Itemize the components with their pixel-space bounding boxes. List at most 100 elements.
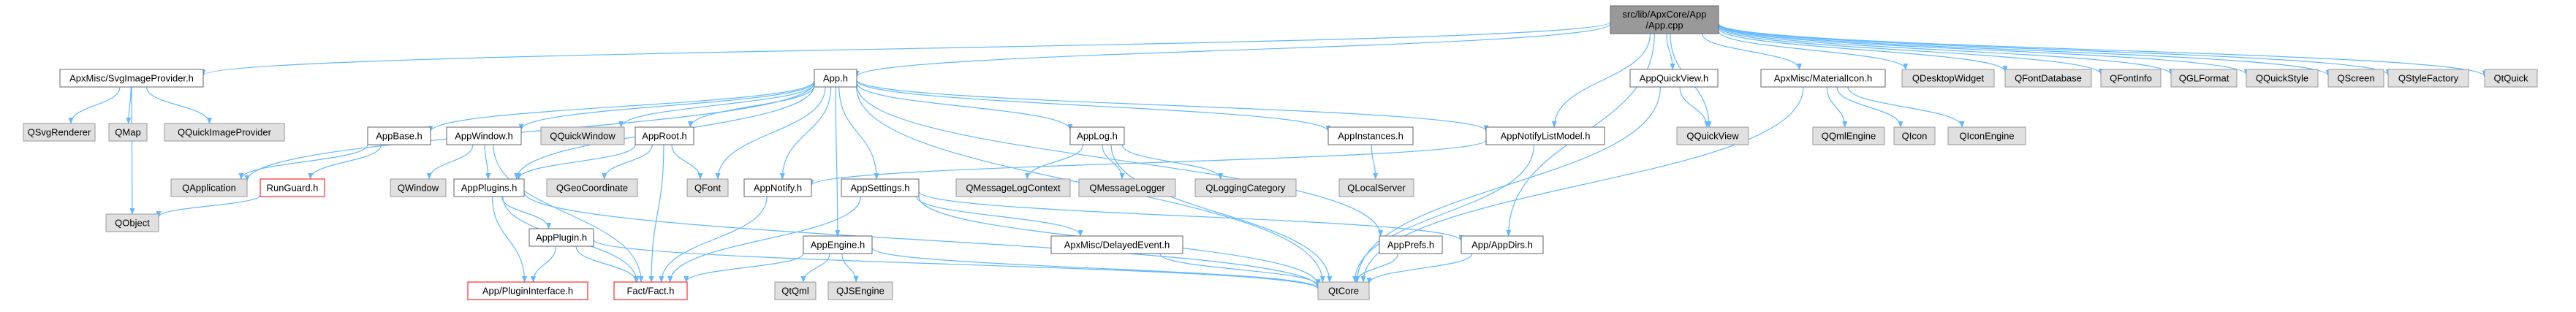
node-label: QMessageLogger [1089,183,1165,194]
node-label: App/PluginInterface.h [482,286,573,297]
node-appbase[interactable]: AppBase.h [367,126,431,145]
edge-approot-to-fact [648,144,664,283]
node-box [164,123,285,142]
node-label: RunGuard.h [267,183,319,194]
node-box [453,178,525,197]
node-label: AppRoot.h [642,131,686,142]
edge-svgimageprovider-to-qquickimageprovider [145,86,212,124]
node-label: AppBase.h [376,131,423,142]
edge-appsettings-to-delayedevent [916,196,1083,237]
node-label: QLoggingCategory [1205,183,1286,194]
edge-approot-to-appplugins [516,144,636,180]
node-label: QFont [694,183,721,194]
node-box [467,281,588,300]
node-box [1194,178,1297,197]
node-fact[interactable]: Fact/Fact.h [613,281,688,300]
node-label: AppSettings.h [851,183,910,194]
edge-app_h-to-approot [688,85,815,128]
node-box [1901,69,1995,88]
edge-root-to-svgimageprovider [200,21,1611,77]
node-label: App.h [823,73,848,84]
node-label: QIcon [1902,131,1928,142]
node-qquickview: QQuickView [1676,126,1749,145]
node-box [1760,69,1886,88]
node-appprefs[interactable]: AppPrefs.h [1379,235,1443,254]
edge-applog-to-qtcore [1110,144,1333,283]
edge-app_h-to-appwindow [518,81,815,131]
node-box [546,178,638,197]
node-runguard[interactable]: RunGuard.h [260,178,325,197]
node-box [774,281,817,300]
node-appnotifylistmodel[interactable]: AppNotifyListModel.h [1485,126,1605,145]
node-label: QtQuick [2494,73,2528,84]
node-box [367,126,431,145]
node-qsvgrenderer: QSvgRenderer [23,123,96,142]
edge-root-to-qfontinfo [1718,26,2104,75]
edge-runguard-to-qobject [156,194,261,218]
edge-appengine-to-qtcore [871,247,1321,289]
edge-root-to-qdesktopwidget [1718,31,1909,70]
node-app_h[interactable]: App.h [814,69,857,88]
node-box [1379,235,1443,254]
node-qlocalserver: QLocalServer [1338,178,1414,197]
edge-appwindow-to-fact [493,144,644,283]
node-box [540,126,625,145]
node-label: ApxMisc/DelayedEvent.h [1064,240,1170,251]
edge-app_h-to-appnotify [779,86,832,180]
edge-app_h-to-appbase [428,80,815,133]
edge-appplugin-to-qtcore [593,239,1321,290]
node-appinstances[interactable]: AppInstances.h [1327,126,1414,145]
node-qiconengine: QIconEngine [1947,126,2026,145]
node-label: AppPlugin.h [536,232,587,243]
node-qloggingcategory: QLoggingCategory [1194,178,1297,197]
node-label: QStyleFactory [2398,73,2459,84]
node-box [1947,126,2026,145]
node-delayedevent[interactable]: ApxMisc/DelayedEvent.h [1050,235,1183,254]
edge-root-to-app_h [854,23,1611,77]
node-qfontdatabase: QFontDatabase [2004,69,2092,88]
node-label: QMap [115,127,140,138]
node-box [23,123,96,142]
node-appplugins[interactable]: AppPlugins.h [453,178,525,197]
node-qapplication: QApplication [170,178,248,197]
node-appwindow[interactable]: AppWindow.h [446,126,522,145]
node-label: QQmlEngine [1822,131,1876,142]
node-appdirs[interactable]: App/AppDirs.h [1461,235,1544,254]
node-box [1078,178,1176,197]
node-qicon: QIcon [1893,126,1936,145]
node-box [108,123,148,142]
node-qmessagelogcontext: QMessageLogContext [955,178,1071,197]
node-appnotify[interactable]: AppNotify.h [743,178,812,197]
node-label: QLocalServer [1347,183,1406,194]
node-appquickview[interactable]: AppQuickView.h [1629,69,1719,88]
node-label: QtCore [1328,286,1359,297]
node-box [1069,126,1125,145]
node-root[interactable]: src/lib/ApxCore/App/App.cpp [1610,5,1719,34]
node-label: AppEngine.h [811,240,865,251]
node-box [841,178,920,197]
edge-appquickview-to-qquickview [1679,86,1710,128]
node-box [634,126,694,145]
node-label: QGeoCoordinate [556,183,628,194]
node-qdesktopwidget: QDesktopWidget [1901,69,1995,88]
edge-app_h-to-appnotifylistmodel [856,79,1489,132]
node-pluginiface[interactable]: App/PluginInterface.h [467,281,588,300]
node-appengine[interactable]: AppEngine.h [803,235,873,254]
node-approot[interactable]: AppRoot.h [634,126,694,145]
node-label: QQuickWindow [550,131,615,142]
node-label: QObject [115,218,150,229]
edge-appplugin-to-fact [575,246,639,283]
node-appplugin[interactable]: AppPlugin.h [529,228,594,247]
edge-appbase-to-qapplication [238,144,368,180]
node-svgimageprovider[interactable]: ApxMisc/SvgImageProvider.h [59,69,204,88]
node-label: QQuickStyle [2256,73,2308,84]
node-qquickstyle: QQuickStyle [2246,69,2319,88]
node-box [814,69,857,88]
node-appsettings[interactable]: AppSettings.h [841,178,920,197]
node-box [1317,281,1370,300]
node-materialicon[interactable]: ApxMisc/MaterialIcon.h [1760,69,1886,88]
node-qqmlengine: QQmlEngine [1812,126,1885,145]
node-applog[interactable]: AppLog.h [1069,126,1125,145]
edge-materialicon-to-qiconengine [1847,86,1965,128]
